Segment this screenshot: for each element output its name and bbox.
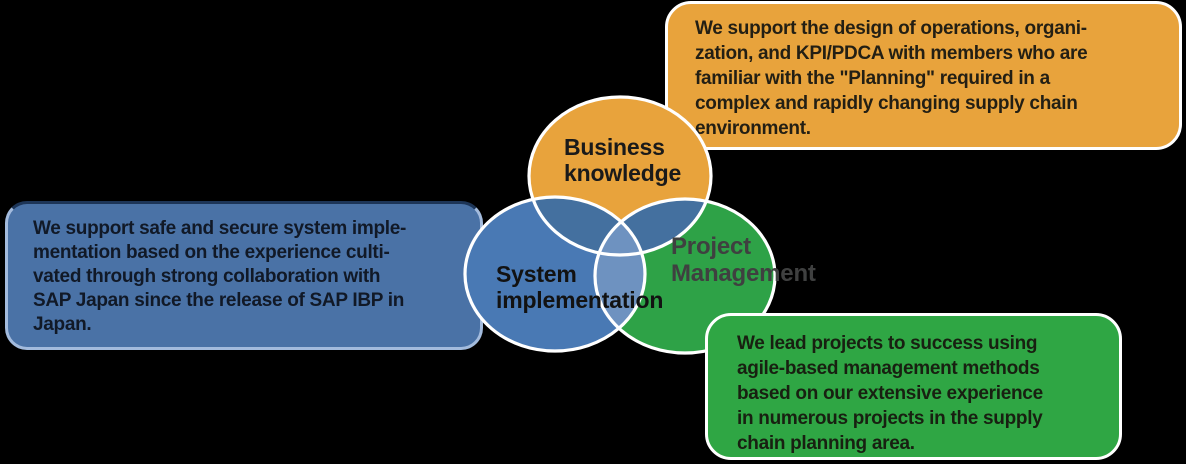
system-implementation-label: System implementation [496, 261, 664, 313]
overlap-business-project [595, 199, 711, 255]
business-knowledge-label: Business knowledge [564, 134, 682, 186]
project-management-circle-outline [593, 197, 777, 355]
overlap-business-system-shape [529, 197, 645, 255]
callout-project-management: We lead projects to success using agile-… [705, 313, 1122, 460]
project-management-label: Project Management [671, 233, 816, 287]
overlap-business-system [529, 197, 645, 255]
callout-business-knowledge: We support the design of operations, org… [665, 1, 1182, 150]
business-knowledge-circle-outline [527, 95, 713, 257]
overlap-business-project-shape [595, 199, 711, 255]
system-implementation-circle-outline [463, 195, 647, 353]
callout-system-implementation: We support safe and secure system imple-… [5, 201, 483, 350]
